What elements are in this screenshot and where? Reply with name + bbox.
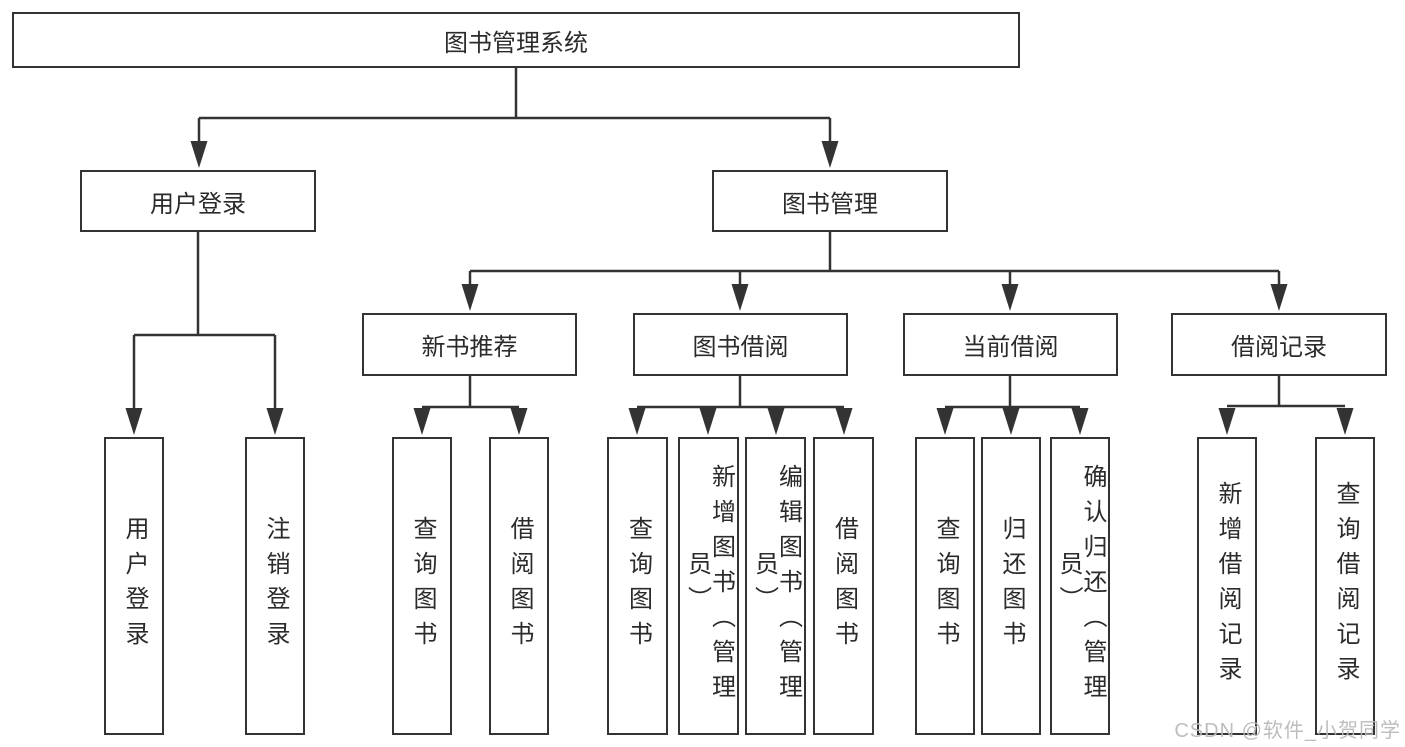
connector-book-borrow-to-leaves: [637, 376, 844, 409]
connector-borrow-records-to-leaves: [1227, 376, 1345, 408]
arrowhead-icon: [413, 408, 431, 435]
node-book-borrowing: 图书借阅: [633, 313, 848, 376]
arrowhead-icon: [936, 408, 954, 435]
connector-current-borrow-to-leaves: [945, 376, 1080, 409]
arrowhead-icon: [835, 408, 853, 435]
connector-root-to-level2: [197, 68, 832, 142]
connector-user-login-to-leaves: [132, 232, 277, 410]
arrowhead-icon: [821, 141, 839, 168]
leaf-edit-books-admin: 编辑图书（管理员）: [745, 437, 806, 735]
arrowhead-icon: [510, 408, 528, 435]
leaf-add-borrow-record: 新增借阅记录: [1197, 437, 1257, 735]
node-new-book-recommend: 新书推荐: [362, 313, 577, 376]
arrowhead-icon: [125, 408, 143, 435]
arrowhead-icon: [1071, 408, 1089, 435]
leaf-user-login: 用户登录: [104, 437, 164, 735]
arrowhead-icon: [628, 408, 646, 435]
arrowhead-icon: [1002, 408, 1020, 435]
node-current-borrowing: 当前借阅: [903, 313, 1118, 376]
arrowhead-icon: [1001, 284, 1019, 311]
connector-lines: [132, 68, 1345, 410]
leaf-add-books-admin: 新增图书（管理员）: [678, 437, 739, 735]
node-borrowing-records: 借阅记录: [1171, 313, 1387, 376]
leaf-borrow-books-recommend: 借阅图书: [489, 437, 549, 735]
leaf-query-books-recommend: 查询图书: [392, 437, 452, 735]
node-root-system: 图书管理系统: [12, 12, 1020, 68]
arrowhead-icon: [731, 284, 749, 311]
leaf-return-books: 归还图书: [981, 437, 1041, 735]
leaf-logout: 注销登录: [245, 437, 305, 735]
node-user-login: 用户登录: [80, 170, 316, 232]
arrowhead-icon: [767, 408, 785, 435]
arrowhead-icon: [266, 408, 284, 435]
leaf-query-books-current: 查询图书: [915, 437, 975, 735]
node-book-management: 图书管理: [712, 170, 948, 232]
arrowheads: [125, 141, 1354, 435]
leaf-query-books-borrow: 查询图书: [607, 437, 668, 735]
leaf-confirm-return-admin: 确认归还（管理员）: [1050, 437, 1110, 735]
leaf-query-borrow-record: 查询借阅记录: [1315, 437, 1375, 735]
arrowhead-icon: [190, 141, 208, 168]
csdn-watermark: CSDN @软件_小贺同学: [1174, 720, 1401, 742]
arrowhead-icon: [699, 408, 717, 435]
connector-book-mgmt-to-level3: [468, 232, 1281, 285]
arrowhead-icon: [1270, 284, 1288, 311]
arrowhead-icon: [1336, 408, 1354, 435]
arrowhead-icon: [1218, 408, 1236, 435]
connector-new-book-rec-to-leaves: [422, 376, 519, 409]
arrowhead-icon: [461, 284, 479, 311]
leaf-borrow-books: 借阅图书: [813, 437, 874, 735]
